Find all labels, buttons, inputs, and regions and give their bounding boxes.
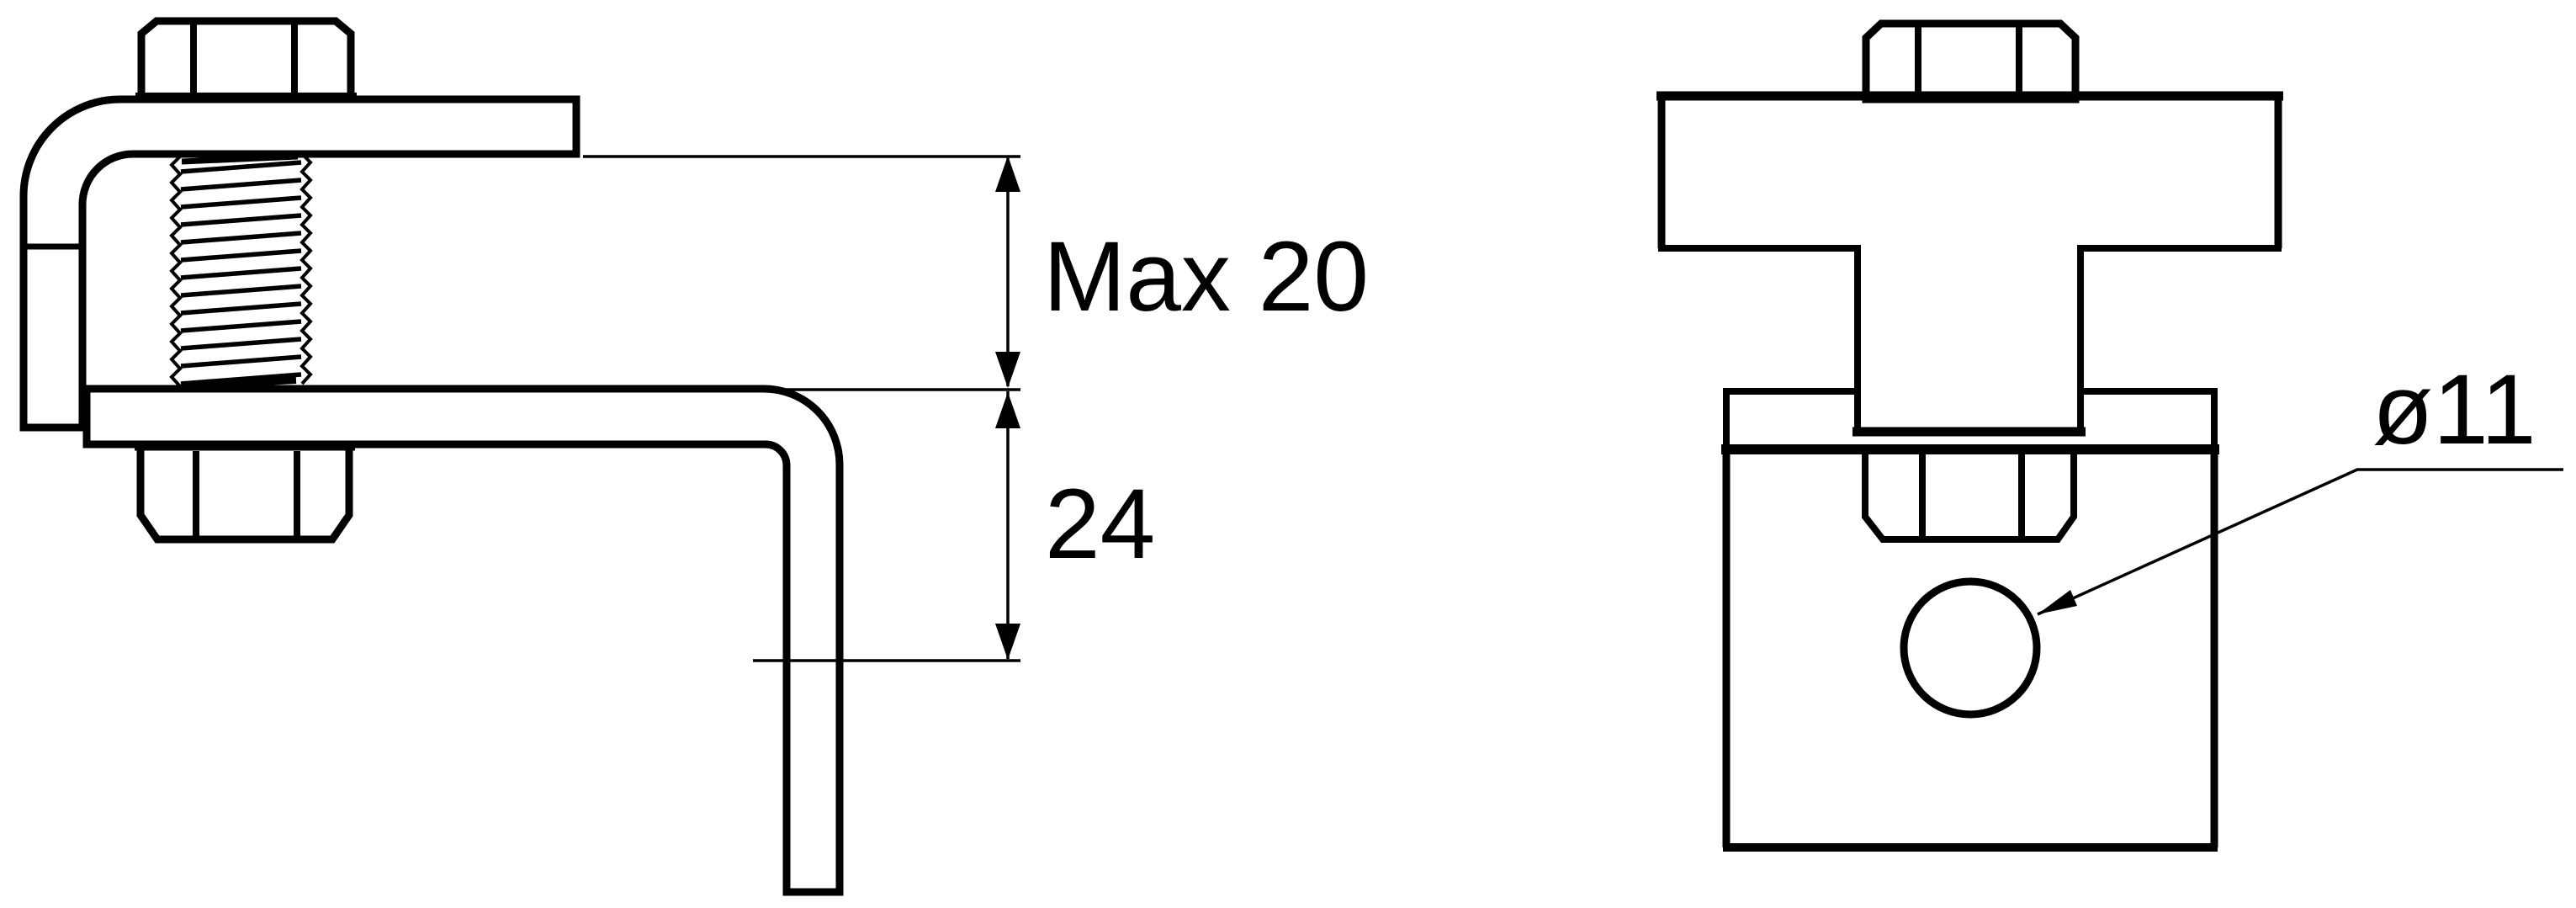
thread-hatch-line bbox=[180, 266, 302, 280]
dimension-annotations: Max 20 24 bbox=[583, 155, 1369, 662]
dimension-label-24: 24 bbox=[1045, 469, 1155, 580]
thread-hatch-line bbox=[180, 248, 302, 263]
arrowhead-up-icon bbox=[995, 156, 1020, 192]
dimension-label-diameter: ø11 bbox=[2372, 354, 2536, 465]
hex-bolt-head bbox=[1862, 19, 2080, 104]
thread-hatch-line bbox=[180, 354, 302, 369]
thread-hatch-line bbox=[180, 372, 302, 386]
hole-circle bbox=[1900, 577, 2041, 719]
leader-arrowhead-icon bbox=[2038, 590, 2077, 614]
thread-lines bbox=[169, 152, 313, 390]
hex-nut bbox=[1862, 454, 2077, 543]
side-view bbox=[19, 17, 844, 896]
arrowhead-up-icon bbox=[995, 392, 1020, 428]
arrowhead-down-icon bbox=[995, 624, 1020, 660]
thread-hatch-line bbox=[180, 301, 302, 316]
front-view: ø11 bbox=[1656, 19, 2563, 852]
thread-hatch-line bbox=[180, 178, 302, 192]
thread-hatch-line bbox=[180, 284, 302, 298]
thread-hatch-line bbox=[180, 195, 302, 210]
dimension-label-max20: Max 20 bbox=[1043, 221, 1369, 332]
thread-hatch-line bbox=[169, 155, 183, 388]
leader-line bbox=[2037, 468, 2563, 616]
hex-bolt-head bbox=[137, 17, 355, 104]
thread-hatch-line bbox=[180, 213, 302, 227]
angle-plate-profile bbox=[82, 385, 844, 896]
thread-hatch-line bbox=[181, 153, 299, 165]
clamp-body-profile bbox=[19, 95, 580, 432]
thread-hatch-line bbox=[180, 231, 302, 245]
thread-hatch-line bbox=[180, 319, 302, 333]
arrowhead-down-icon bbox=[995, 352, 1020, 388]
thread-hatch-line bbox=[299, 152, 313, 385]
thread-hatch-line bbox=[180, 160, 302, 174]
thread-hatch-line bbox=[180, 337, 302, 351]
hex-nut bbox=[136, 448, 353, 544]
